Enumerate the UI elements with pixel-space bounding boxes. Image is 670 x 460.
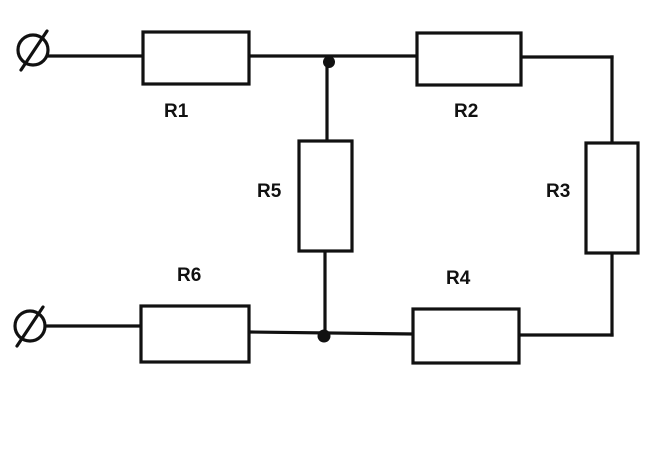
- terminal-top: [16, 29, 50, 72]
- resistor-r4: R4: [411, 268, 521, 365]
- junction-top: [323, 56, 335, 68]
- resistor-body: [415, 31, 523, 87]
- resistor-label: R6: [177, 265, 201, 286]
- terminal-slash: [19, 29, 49, 72]
- junction-bottom: [317, 329, 331, 343]
- resistor-label: R3: [546, 181, 570, 202]
- resistor-body: [584, 141, 640, 255]
- resistor-label: R4: [446, 268, 471, 289]
- resistor-r6: R6: [139, 265, 251, 364]
- resistor-label: R1: [164, 101, 189, 122]
- resistor-body: [297, 139, 354, 253]
- resistor-r5: R5: [257, 139, 354, 253]
- resistor-r3: R3: [546, 141, 640, 255]
- resistor-label: R5: [257, 181, 282, 202]
- resistor-body: [139, 304, 251, 364]
- resistor-r1: R1: [141, 30, 251, 122]
- resistor-body: [141, 30, 251, 86]
- terminal-slash: [15, 305, 45, 348]
- wires: [46, 54, 614, 338]
- resistor-label: R2: [454, 101, 478, 122]
- resistor-body: [411, 307, 521, 365]
- resistor-r2: R2: [415, 31, 523, 122]
- wire-bottom-mid: [247, 330, 415, 336]
- terminal-bottom: [13, 305, 47, 348]
